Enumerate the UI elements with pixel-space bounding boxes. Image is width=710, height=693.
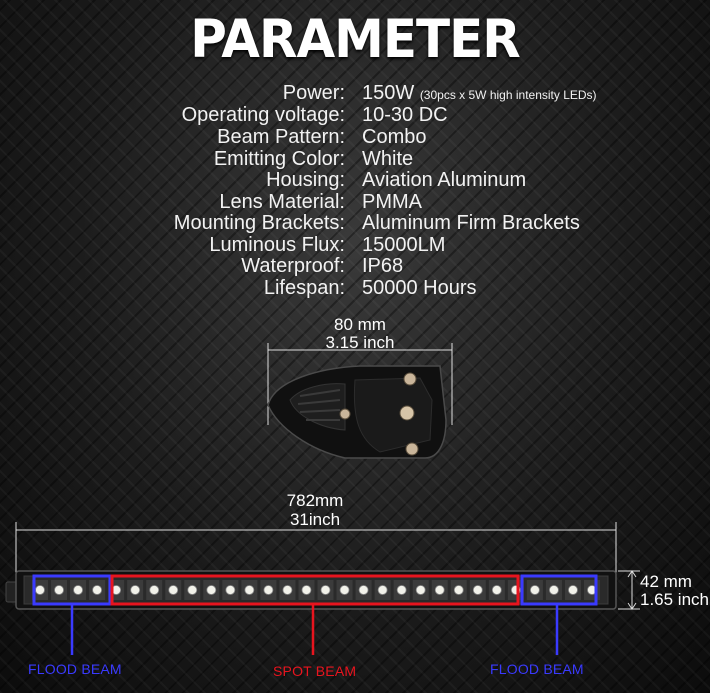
led-chip <box>206 585 217 595</box>
led-chip <box>92 585 103 595</box>
led-chip <box>320 585 331 595</box>
led-chip <box>187 585 198 595</box>
led-chip <box>434 585 445 595</box>
flood-beam-label-left: FLOOD BEAM <box>28 661 122 677</box>
led-chip <box>54 585 64 595</box>
spec-value: 50000 Hours <box>362 277 477 299</box>
end-view-housing <box>267 365 447 459</box>
flood-beam-box-right <box>520 574 598 606</box>
bar-length-mm: 782mm <box>286 491 344 510</box>
spec-row-housing: Housing: Aviation Aluminum <box>0 169 710 191</box>
spec-value: 15000LM <box>362 234 446 256</box>
spec-value: Aluminum Firm Brackets <box>362 212 580 234</box>
led-chip <box>35 585 45 595</box>
bar-height-mm: 42 mm <box>640 572 692 591</box>
spec-label: Beam Pattern: <box>217 126 345 148</box>
spec-row-lens-material: Lens Material: PMMA <box>0 191 710 213</box>
bar-length-dimension-line <box>15 522 617 575</box>
spec-value: 10-30 DC <box>362 104 448 126</box>
led-array <box>32 580 600 600</box>
spec-row-waterproof: Waterproof: IP68 <box>0 255 710 277</box>
spec-label: Lens Material: <box>219 191 345 213</box>
spec-value: 150W (30pcs x 5W high intensity LEDs) <box>362 82 597 104</box>
led-chip <box>225 585 236 595</box>
led-chip <box>472 585 483 595</box>
led-chip <box>244 585 255 595</box>
end-view-dimension-line <box>267 343 453 425</box>
spec-label: Emitting Color: <box>213 148 345 170</box>
spec-label: Waterproof: <box>241 255 345 277</box>
spec-row-mounting-brackets: Mounting Brackets: Aluminum Firm Bracket… <box>0 212 710 234</box>
spot-beam-box <box>110 574 520 606</box>
led-chip <box>396 585 407 595</box>
led-chip <box>301 585 312 595</box>
led-chip <box>168 585 179 595</box>
led-chip <box>263 585 274 595</box>
spec-row-voltage: Operating voltage: 10-30 DC <box>0 104 710 126</box>
light-bar <box>5 570 617 610</box>
spec-value: PMMA <box>362 191 422 213</box>
spec-value: IP68 <box>362 255 404 277</box>
spec-row-beam-pattern: Beam Pattern: Combo <box>0 126 710 148</box>
end-view-width-inch: 3.15 inch <box>325 333 395 352</box>
spec-label: Operating voltage: <box>181 104 345 126</box>
spec-row-power: Power: 150W (30pcs x 5W high intensity L… <box>0 82 710 104</box>
led-chip <box>73 585 83 595</box>
spec-row-luminous-flux: Luminous Flux: 15000LM <box>0 234 710 256</box>
led-chip <box>549 585 559 595</box>
led-chip <box>453 585 464 595</box>
spec-value: Combo <box>362 126 427 148</box>
led-chip <box>149 585 160 595</box>
bar-length-inch: 31inch <box>289 510 341 529</box>
end-view-width-mm: 80 mm <box>334 315 386 334</box>
spec-label: Mounting Brackets: <box>173 212 345 234</box>
spec-label: Housing: <box>266 169 345 191</box>
spec-value: White <box>362 148 414 170</box>
spec-label: Lifespan: <box>263 277 345 299</box>
spec-label: Luminous Flux: <box>209 234 345 256</box>
flood-beam-label-right: FLOOD BEAM <box>490 661 584 677</box>
spec-row-emitting-color: Emitting Color: White <box>0 148 710 170</box>
led-chip <box>130 585 141 595</box>
spec-label: Power: <box>282 82 345 104</box>
spec-value: Aviation Aluminum <box>362 169 527 191</box>
spec-note: (30pcs x 5W high intensity LEDs) <box>419 88 597 102</box>
bar-height-dimension-line <box>618 570 640 610</box>
led-chip <box>339 585 350 595</box>
page-title: PARAMETER <box>190 8 521 70</box>
led-chip <box>529 585 540 595</box>
led-chip <box>491 585 502 595</box>
led-chip <box>568 585 578 595</box>
led-chip <box>358 585 369 595</box>
led-chip <box>282 585 293 595</box>
bar-height-inch: 1.65 inch <box>640 590 709 609</box>
led-chip <box>415 585 426 595</box>
spot-beam-label: SPOT BEAM <box>273 663 357 679</box>
spec-row-lifespan: Lifespan: 50000 Hours <box>0 277 710 299</box>
led-chip <box>377 585 388 595</box>
